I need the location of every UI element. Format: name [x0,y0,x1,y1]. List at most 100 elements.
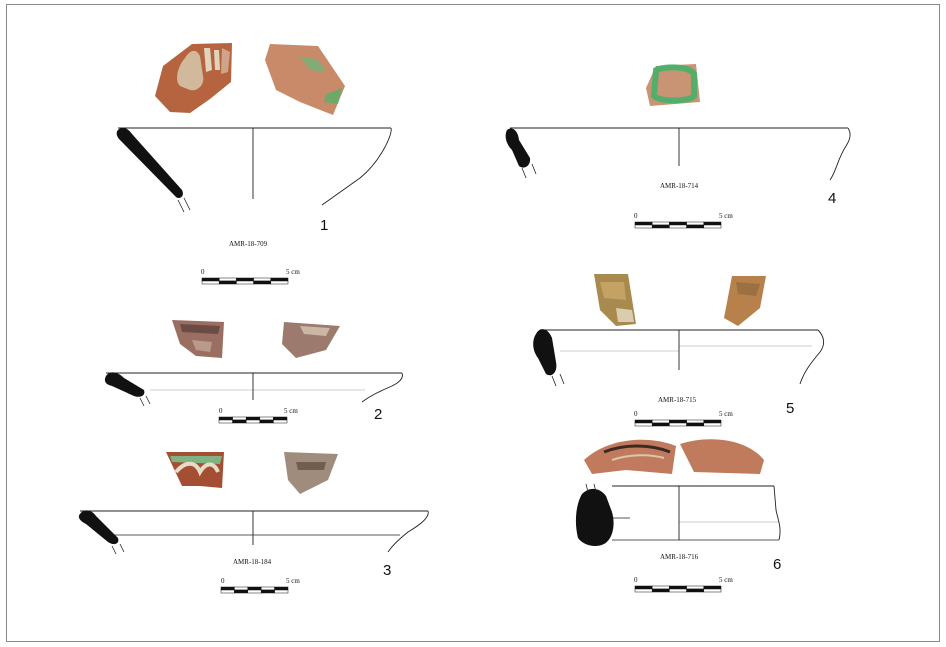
scale-2-end: 5 cm [284,407,298,415]
scale-bars [201,221,722,594]
scale-segment [273,416,288,421]
scale-segment [270,277,289,282]
scale-segment [651,585,670,590]
object-code-6: AMR-18-716 [660,553,699,561]
scale-segment [669,422,687,427]
scale-segment [236,280,254,285]
object-code-1: AMR-18-709 [229,240,268,248]
scale-segment [686,419,705,424]
scale-6-end: 5 cm [719,576,733,584]
object-2-profile [104,372,403,407]
object-number-2: 2 [374,406,383,423]
scale-segment [686,224,705,229]
scale-bar-3 [220,586,289,594]
object-number-4: 4 [828,190,837,207]
object-2-photo-sherd-a [172,320,224,358]
scale-segment [634,585,653,590]
scale-segment [259,419,274,424]
scale-segment [703,221,722,226]
scale-segment [686,422,705,427]
scale-segment [634,221,653,226]
scale-4-zero: 0 [634,212,638,220]
scale-segment [274,589,289,594]
scale-segment [634,422,653,427]
object-3-profile [78,510,429,555]
object-code-4: AMR-18-714 [660,182,699,190]
scale-segment [259,416,274,421]
scale-segment [218,280,237,285]
scale-segment [651,588,670,593]
scale-segment [703,422,722,427]
object-1-photo-sherd-a [155,43,232,113]
scale-1-end: 5 cm [286,268,300,276]
object-6-profile [575,483,781,546]
scale-segment [634,224,653,229]
scale-segment [273,419,288,424]
scale-segment [245,416,261,421]
scale-segment [669,419,687,424]
scale-segment [274,586,289,591]
object-number-5: 5 [786,400,795,417]
scale-segment [245,419,261,424]
scale-segment [651,419,670,424]
scale-bar-5 [634,419,722,427]
scale-bar-6 [634,585,722,593]
scale-1-zero: 0 [201,268,205,276]
scale-segment [218,277,237,282]
scale-segment [634,419,653,424]
scale-segment [686,588,705,593]
object-2-photo-sherd-b [282,322,340,358]
object-3-photo-sherd-b [284,452,338,494]
object-4-photo-sherd [646,64,700,106]
scale-segment [703,588,722,593]
scale-segment [201,277,220,282]
scale-4-end: 5 cm [719,212,733,220]
scale-segment [260,586,275,591]
scale-segment [260,589,275,594]
scale-segment [232,416,247,421]
object-3-photo-sherd-a [166,452,224,488]
scale-segment [220,586,235,591]
object-6-photo-sherd-b [680,439,764,474]
scale-segment [669,221,687,226]
scale-segment [218,416,233,421]
scale-segment [703,419,722,424]
scale-bar-1 [201,277,289,285]
scale-segment [247,586,262,591]
scale-segment [703,224,722,229]
scale-segment [669,585,687,590]
scale-segment [651,221,670,226]
object-1-profile [116,127,392,213]
object-5-photo-sherd-b [724,276,766,326]
object-number-1: 1 [320,217,329,234]
object-5-photo-sherd-a [594,274,636,326]
plate-frame [6,4,940,642]
scale-segment [686,585,705,590]
object-code-3: AMR-18-184 [233,558,272,566]
scale-segment [651,224,670,229]
object-1-photo-sherd-b [265,44,345,115]
scale-2-zero: 0 [219,407,223,415]
object-number-3: 3 [383,562,392,579]
object-6-photo-sherd-a [584,439,676,474]
object-number-6: 6 [773,556,782,573]
scale-bar-2 [218,416,288,424]
scale-segment [236,277,254,282]
scale-3-end: 5 cm [286,577,300,585]
scale-segment [234,586,249,591]
scale-5-zero: 0 [634,410,638,418]
scale-segment [669,588,687,593]
scale-segment [651,422,670,427]
scale-segment [220,589,235,594]
scale-segment [201,280,220,285]
scale-6-zero: 0 [634,576,638,584]
scale-segment [247,589,262,594]
scale-segment [218,419,233,424]
scale-segment [253,280,272,285]
object-4-profile [505,127,851,181]
scale-3-zero: 0 [221,577,225,585]
object-code-5: AMR-18-715 [658,396,697,404]
object-5-profile [533,329,825,387]
scale-segment [686,221,705,226]
